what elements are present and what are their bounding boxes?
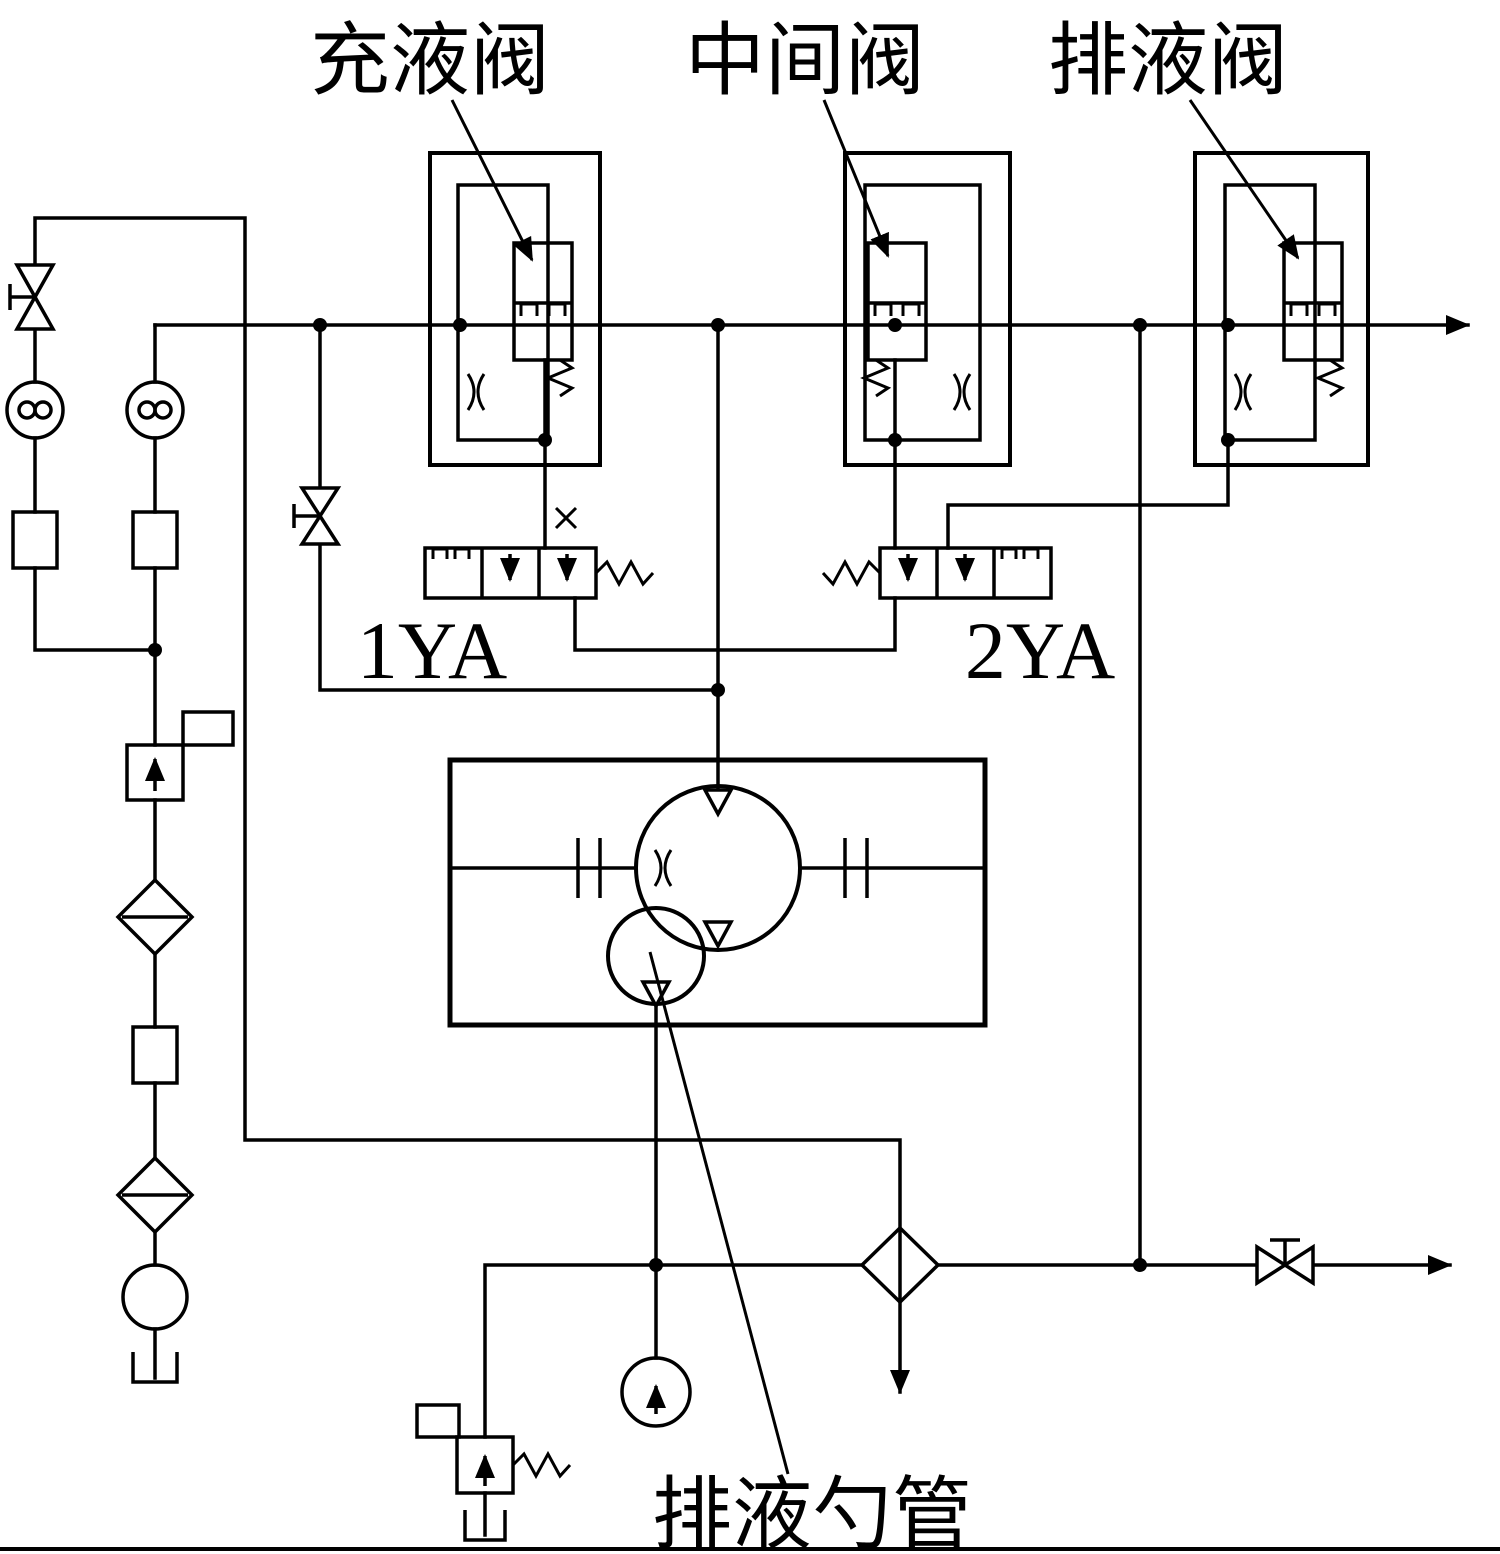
- shutoff-valve-pilot-branch: [292, 486, 342, 546]
- meter-dot: [33, 400, 53, 420]
- filter-diamond: [115, 877, 195, 957]
- port-marks: [1000, 547, 1040, 559]
- flow-meter-1: [5, 380, 65, 440]
- inlet-triangle: [702, 788, 734, 818]
- filter-diamond: [115, 1155, 195, 1235]
- bottom-drain-circuit: [415, 1225, 1315, 1542]
- orifice-arcs: [1233, 373, 1253, 411]
- pressure-gauge: [620, 1356, 692, 1428]
- junction-dot: [148, 643, 162, 657]
- shaft-right: [800, 838, 985, 898]
- orifice-arcs: [653, 849, 673, 887]
- junction-dot: [888, 318, 902, 332]
- cell-dividers: [935, 548, 996, 598]
- relief-valve-left: [125, 710, 235, 802]
- tank-symbol-bottom: [463, 1510, 507, 1542]
- valve-spring: [544, 358, 576, 398]
- valve-triangle: [1281, 1243, 1315, 1287]
- relief-valve-pilot-box: [415, 1403, 461, 1439]
- shutoff-valve-top-left: [8, 263, 56, 331]
- filter-1: [115, 877, 195, 957]
- label-scoop-tube: 排液勺管: [652, 1472, 972, 1554]
- solenoid-valve-1ya: [423, 506, 655, 600]
- flow-meter-2: [125, 380, 185, 440]
- junction-dot: [649, 1258, 663, 1272]
- meter-dot: [137, 400, 157, 420]
- port-marks: [873, 302, 921, 316]
- coupling-housing: [447, 757, 988, 1028]
- relief-valve-bottom: [415, 1403, 572, 1542]
- leader-scoop-tube: [648, 951, 790, 1475]
- label-solenoid-2ya: 2YA: [965, 605, 1115, 696]
- label-filling-valve: 充液阀: [310, 18, 550, 106]
- valve-triangle: [298, 486, 342, 520]
- filter-2: [115, 1155, 195, 1235]
- label-drain-valve: 排液阀: [1048, 18, 1288, 106]
- orifice-3: [131, 1025, 179, 1085]
- leader-filling-valve: [450, 99, 534, 262]
- orifice-arcs: [952, 373, 972, 411]
- cell-dividers: [480, 548, 541, 598]
- meter-dot: [153, 400, 173, 420]
- orifice-1: [11, 510, 59, 570]
- valve-outer-frame: [1193, 151, 1370, 467]
- tank-symbol-left: [131, 1352, 179, 1384]
- solenoid-valve-2ya: [821, 546, 1053, 600]
- valve-triangle: [298, 512, 342, 546]
- leader-lines: [450, 99, 1300, 1475]
- relief-valve-body: [125, 743, 185, 802]
- junction-dots: [148, 318, 1235, 1272]
- port-marks: [431, 547, 471, 559]
- middle-valve-assembly: [843, 151, 1012, 467]
- shaft-left: [450, 838, 636, 898]
- pump-circle: [121, 1263, 189, 1331]
- valve-spring: [860, 358, 892, 398]
- valve-spring: [821, 558, 882, 588]
- meter-body: [125, 380, 185, 440]
- valve-inner-frame: [1223, 183, 1317, 442]
- valve-spring: [594, 558, 655, 588]
- valve-triangle: [1255, 1243, 1289, 1287]
- pipe-lines: [33, 216, 1259, 1537]
- valve-handle: [292, 504, 320, 528]
- valve-outer-frame: [843, 151, 1012, 467]
- drain-valve-assembly: [1193, 151, 1370, 467]
- label-middle-valve: 中间阀: [685, 18, 925, 106]
- valve-spring: [511, 1450, 572, 1480]
- leader-drain-valve: [1188, 99, 1300, 260]
- valve-spring: [1314, 358, 1346, 398]
- charging-valve-assembly: [428, 151, 602, 467]
- drain-filter: [859, 1225, 941, 1305]
- junction-dot: [1133, 1258, 1147, 1272]
- valve-triangle: [14, 263, 56, 301]
- relief-valve-pilot-box: [181, 710, 235, 747]
- orifice-2: [131, 510, 179, 570]
- junction-dot: [313, 318, 327, 332]
- port-marks: [1289, 302, 1337, 316]
- label-solenoid-1ya: 1YA: [357, 605, 507, 696]
- left-instrument-column: [5, 380, 235, 1384]
- gauge-body: [620, 1356, 692, 1428]
- valve-triangle: [14, 293, 56, 331]
- port-marks: [519, 302, 567, 316]
- drain-shutoff-valve: [1255, 1238, 1315, 1287]
- leader-middle-valve: [822, 99, 890, 258]
- meter-body: [5, 380, 65, 440]
- inner-triangle: [702, 920, 734, 950]
- orifice-arcs: [466, 373, 486, 411]
- junction-dot: [1133, 318, 1147, 332]
- junction-dot: [453, 318, 467, 332]
- junction-dot: [711, 318, 725, 332]
- annotation-layer: 充液阀 中间阀 排液阀 1YA 2YA 排液勺管: [310, 18, 1300, 1554]
- valve-handle: [1270, 1238, 1300, 1265]
- valve-handle: [8, 284, 35, 310]
- blocked-port-x: [554, 506, 578, 530]
- junction-dot: [711, 683, 725, 697]
- valve-inner-frame: [863, 183, 982, 442]
- junction-dot: [1221, 318, 1235, 332]
- valve-outer-frame: [428, 151, 602, 467]
- coupling-unit: [447, 757, 988, 1028]
- meter-dot: [17, 400, 37, 420]
